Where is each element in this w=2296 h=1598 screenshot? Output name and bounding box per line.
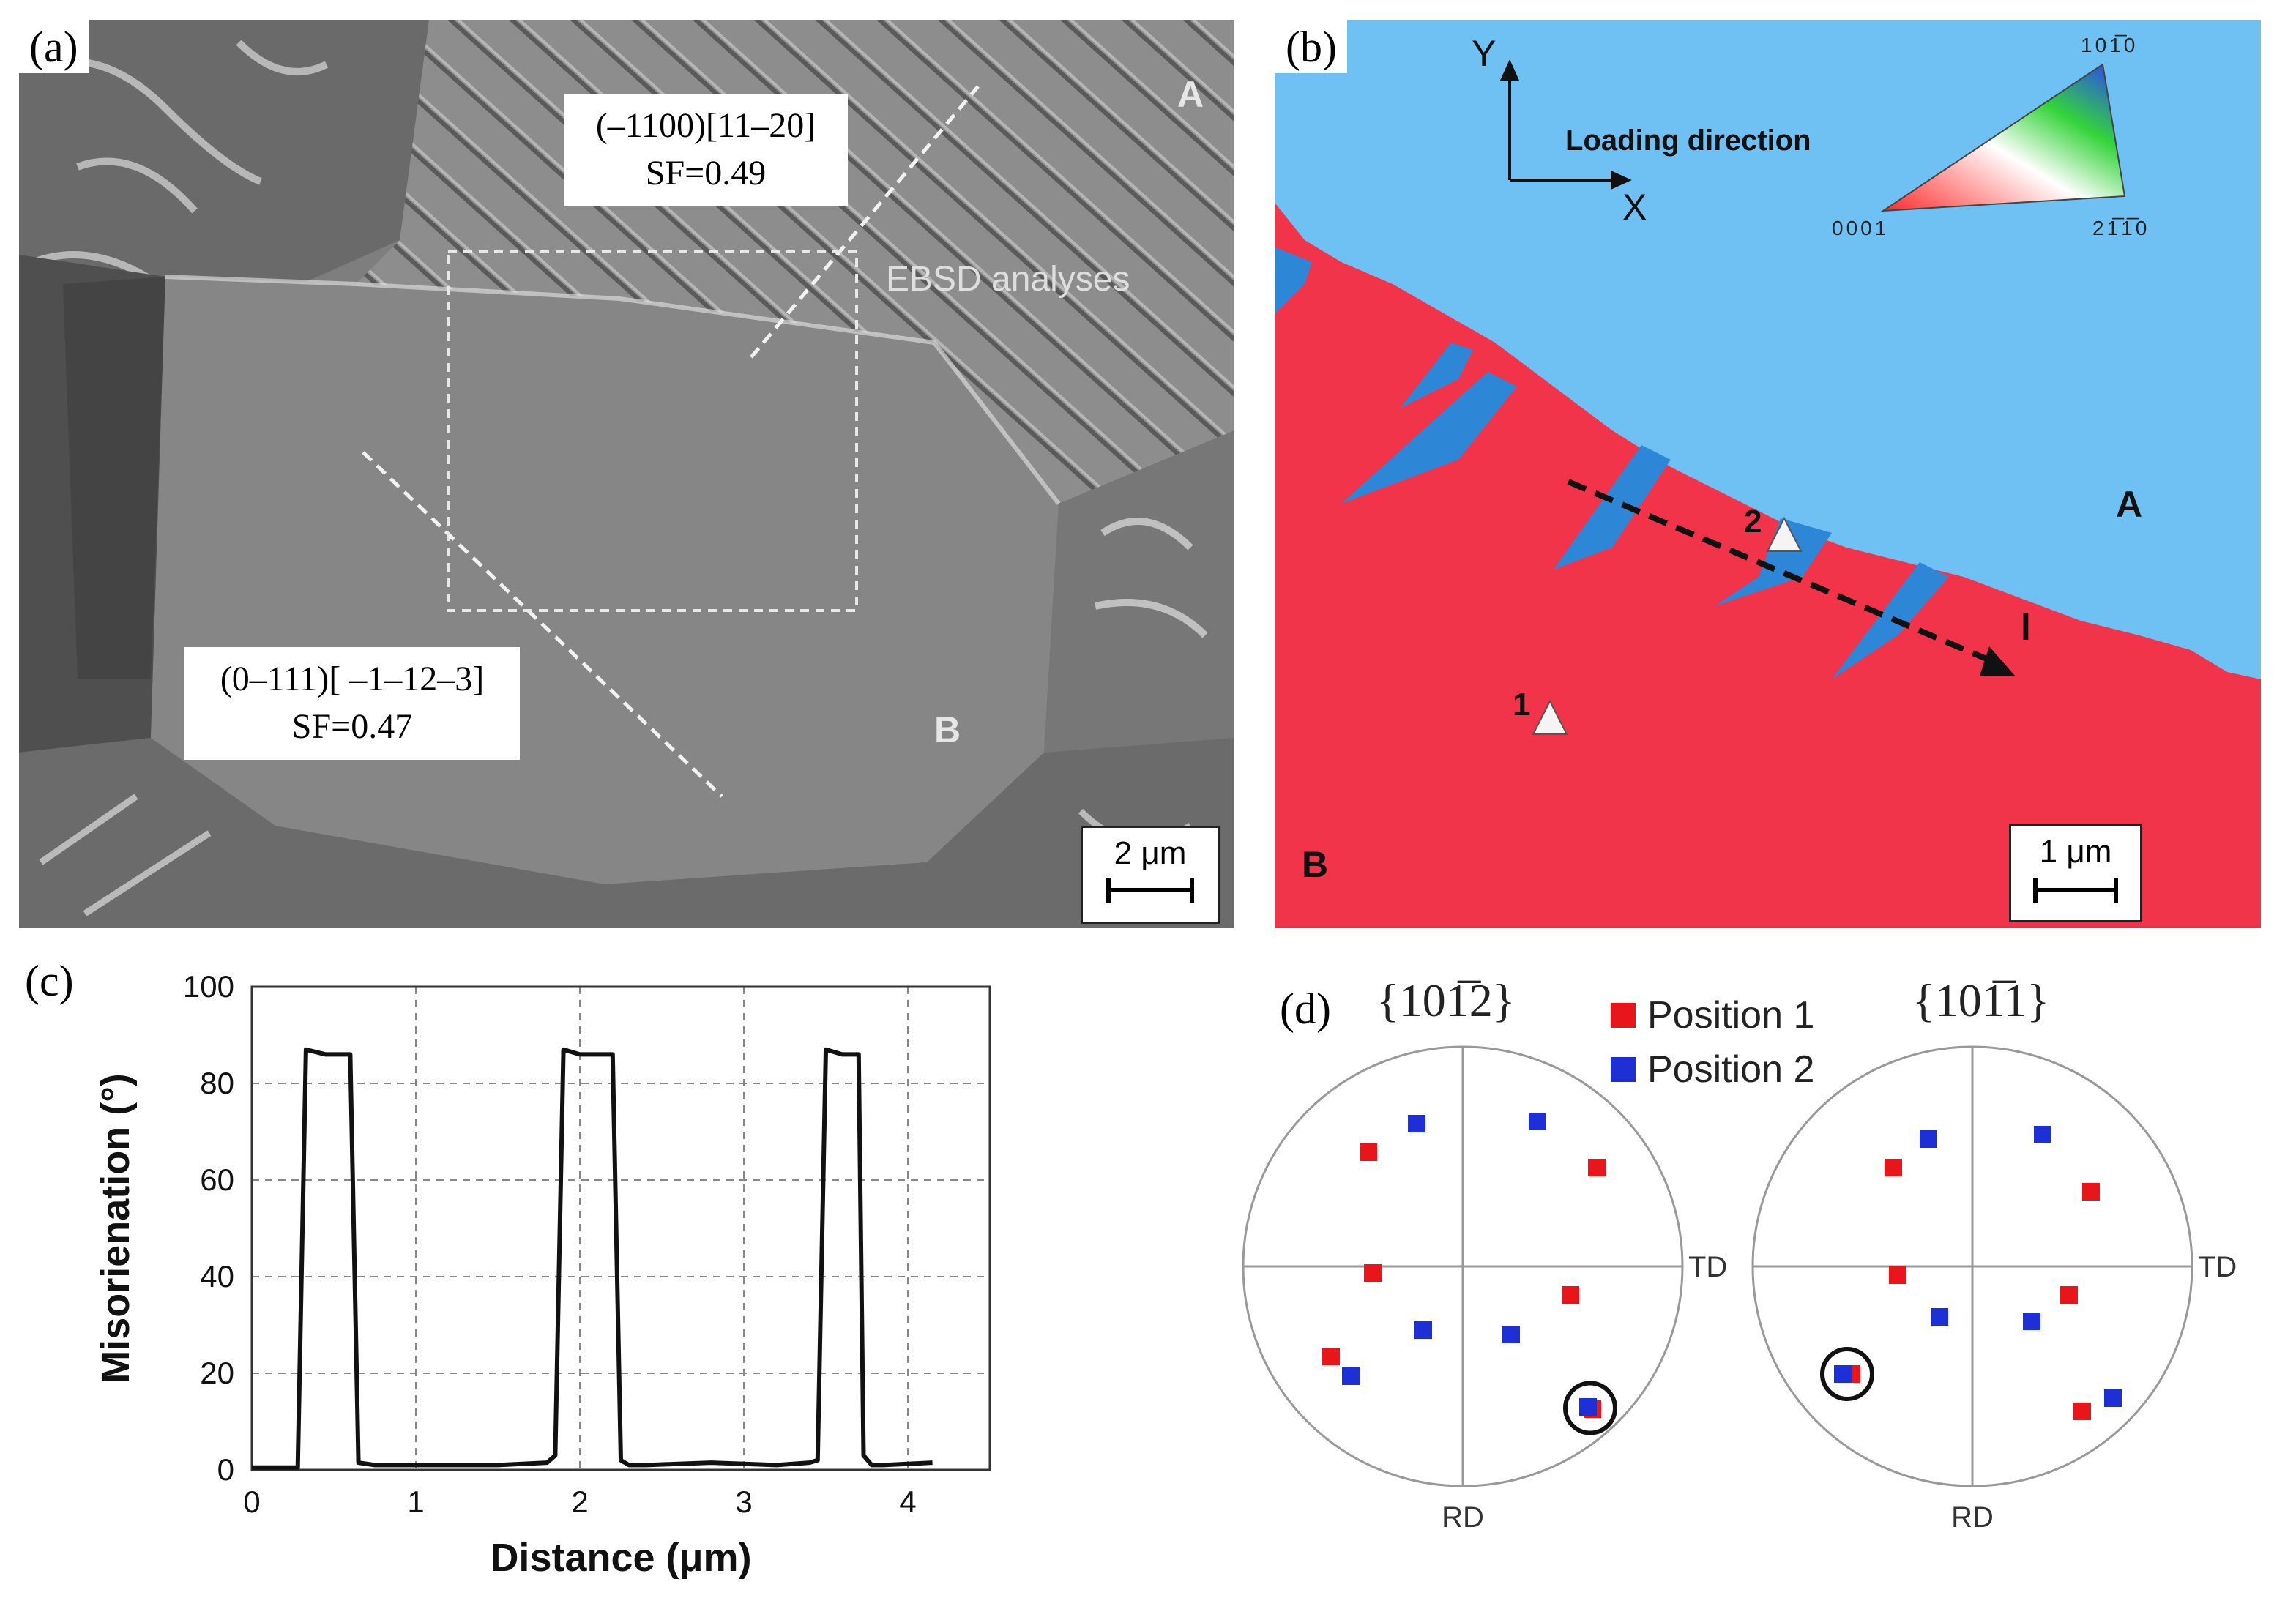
ebsd-analyses-label: EBSD analyses [886, 260, 1130, 299]
overlap-highlight-circle [1820, 1347, 1874, 1401]
x-tick-label: 4 [899, 1485, 916, 1519]
x-tick-label: 1 [407, 1485, 424, 1519]
ipf-color-key [1880, 63, 2126, 212]
ipf-right-label: 21̅1̅0 [2092, 217, 2150, 239]
position-2-swatch [1611, 1057, 1636, 1082]
position-1-label: 1 [1513, 687, 1531, 723]
y-tick-label: 80 [200, 1066, 234, 1100]
y-tick-label: 0 [217, 1452, 234, 1487]
pole-point [1579, 1398, 1597, 1416]
pole-figure-left-title: {101̅2} [1376, 974, 1516, 1026]
x-tick-label: 2 [571, 1485, 588, 1519]
legend-item-position-1: Position 1 [1611, 988, 1814, 1042]
y-tick-label: 40 [200, 1259, 234, 1293]
pole-figure-right-title: {101̅1} [1912, 974, 2050, 1026]
pole-point [1502, 1326, 1520, 1343]
profile-line-arrow [1980, 646, 2015, 676]
position-1-marker [1532, 699, 1568, 735]
pole-point [1885, 1159, 1902, 1176]
pole-point [2104, 1389, 2122, 1407]
ebsd-map-panel: (b) Y X Loading direction 101̅0 0001 21̅… [1275, 20, 2261, 928]
td-label: TD [1688, 1251, 1727, 1283]
scale-bar-b: 1 μm [2009, 824, 2142, 922]
rd-label: RD [1442, 1501, 1484, 1534]
xy-axes [1499, 59, 1632, 190]
sem-micrograph-panel: (a) A B EBSD analyses (–1100)[11–20] SF=… [19, 20, 1234, 928]
slip-system-a-box: (–1100)[11–20] SF=0.49 [564, 94, 848, 206]
pole-point [1889, 1266, 1906, 1284]
pole-point [2082, 1183, 2100, 1201]
y-tick-label: 100 [183, 969, 234, 1004]
x-axis-label: Distance (μm) [490, 1536, 751, 1580]
rd-label: RD [1951, 1501, 1994, 1534]
pole-point [1529, 1113, 1546, 1130]
slip-trace-b [362, 451, 723, 798]
pole-point [1322, 1348, 1340, 1365]
legend: Position 1 Position 2 [1611, 988, 1814, 1097]
ebsd-grain-a-label: A [2116, 484, 2143, 525]
x-tick-label: 0 [243, 1485, 260, 1519]
axis-x-label: X [1622, 187, 1647, 228]
pole-point [1360, 1143, 1377, 1161]
pole-point [1342, 1367, 1360, 1385]
profile-line-label: l [2021, 607, 2031, 648]
pole-point [2060, 1286, 2078, 1304]
pole-point [2073, 1403, 2091, 1420]
misorientation-series-line [252, 1047, 933, 1470]
grain-a-label: A [1177, 74, 1204, 115]
pole-point [1414, 1321, 1432, 1339]
scale-bar-a-label: 2 μm [1114, 835, 1187, 871]
y-axis-label: Misorienation (°) [94, 1073, 138, 1384]
axis-y-label: Y [1472, 33, 1496, 74]
pole-point [2034, 1126, 2051, 1143]
td-label: TD [2198, 1251, 2237, 1283]
ebsd-grain-b-label: B [1302, 844, 1329, 885]
panel-c-label: (c) [25, 957, 74, 1005]
plot-frame [250, 985, 991, 1471]
position-1-swatch [1611, 1003, 1636, 1028]
y-tick-label: 60 [200, 1162, 234, 1197]
legend-label-position-2: Position 2 [1647, 1048, 1815, 1091]
profile-line [1567, 479, 2002, 668]
slip-system-b-box: (0–111)[ –1–12–3] SF=0.47 [184, 647, 520, 760]
slip-system-b-plane: (0–111)[ –1–12–3] [220, 660, 485, 698]
pole-point [1562, 1286, 1579, 1304]
pole-point [1364, 1264, 1382, 1282]
pole-point [2023, 1313, 2040, 1330]
slip-system-a-sf: SF=0.49 [645, 153, 767, 193]
pole-point [1588, 1159, 1606, 1176]
panel-a-label: (a) [19, 20, 89, 73]
x-tick-label: 3 [735, 1485, 752, 1519]
pole-point [1834, 1365, 1852, 1383]
legend-item-position-2: Position 2 [1611, 1042, 1814, 1097]
position-2-label: 2 [1744, 504, 1762, 539]
ipf-left-label: 0001 [1832, 217, 1890, 239]
legend-label-position-1: Position 1 [1647, 994, 1815, 1037]
scale-bar-a: 2 μm [1081, 826, 1220, 924]
pole-point [1931, 1308, 1948, 1326]
pole-point [1408, 1115, 1425, 1132]
y-tick-label: 20 [200, 1356, 234, 1390]
pole-point [1920, 1130, 1937, 1148]
ebsd-map [1275, 20, 2261, 928]
slip-system-b-sf: SF=0.47 [291, 706, 413, 746]
panel-b-label: (b) [1275, 20, 1347, 73]
grain-b-label: B [934, 709, 961, 750]
twin-lamellae [1275, 247, 1949, 679]
pole-figures: TD RD TD RD [1242, 1045, 2237, 1534]
ipf-top-label: 101̅0 [2081, 34, 2139, 56]
loading-direction-label: Loading direction [1565, 124, 1811, 157]
slip-system-a-plane: (–1100)[11–20] [595, 106, 816, 145]
scale-bar-b-label: 1 μm [2039, 834, 2112, 870]
slip-trace-a [750, 85, 980, 359]
pole-figure-panel: (d) {101̅2} {101̅1} Position 1 Position … [1230, 944, 2296, 1594]
position-2-marker [1766, 516, 1803, 552]
ebsd-region-box [447, 250, 858, 612]
overlap-highlight-circle [1563, 1381, 1617, 1435]
panel-d-label: (d) [1280, 985, 1331, 1033]
